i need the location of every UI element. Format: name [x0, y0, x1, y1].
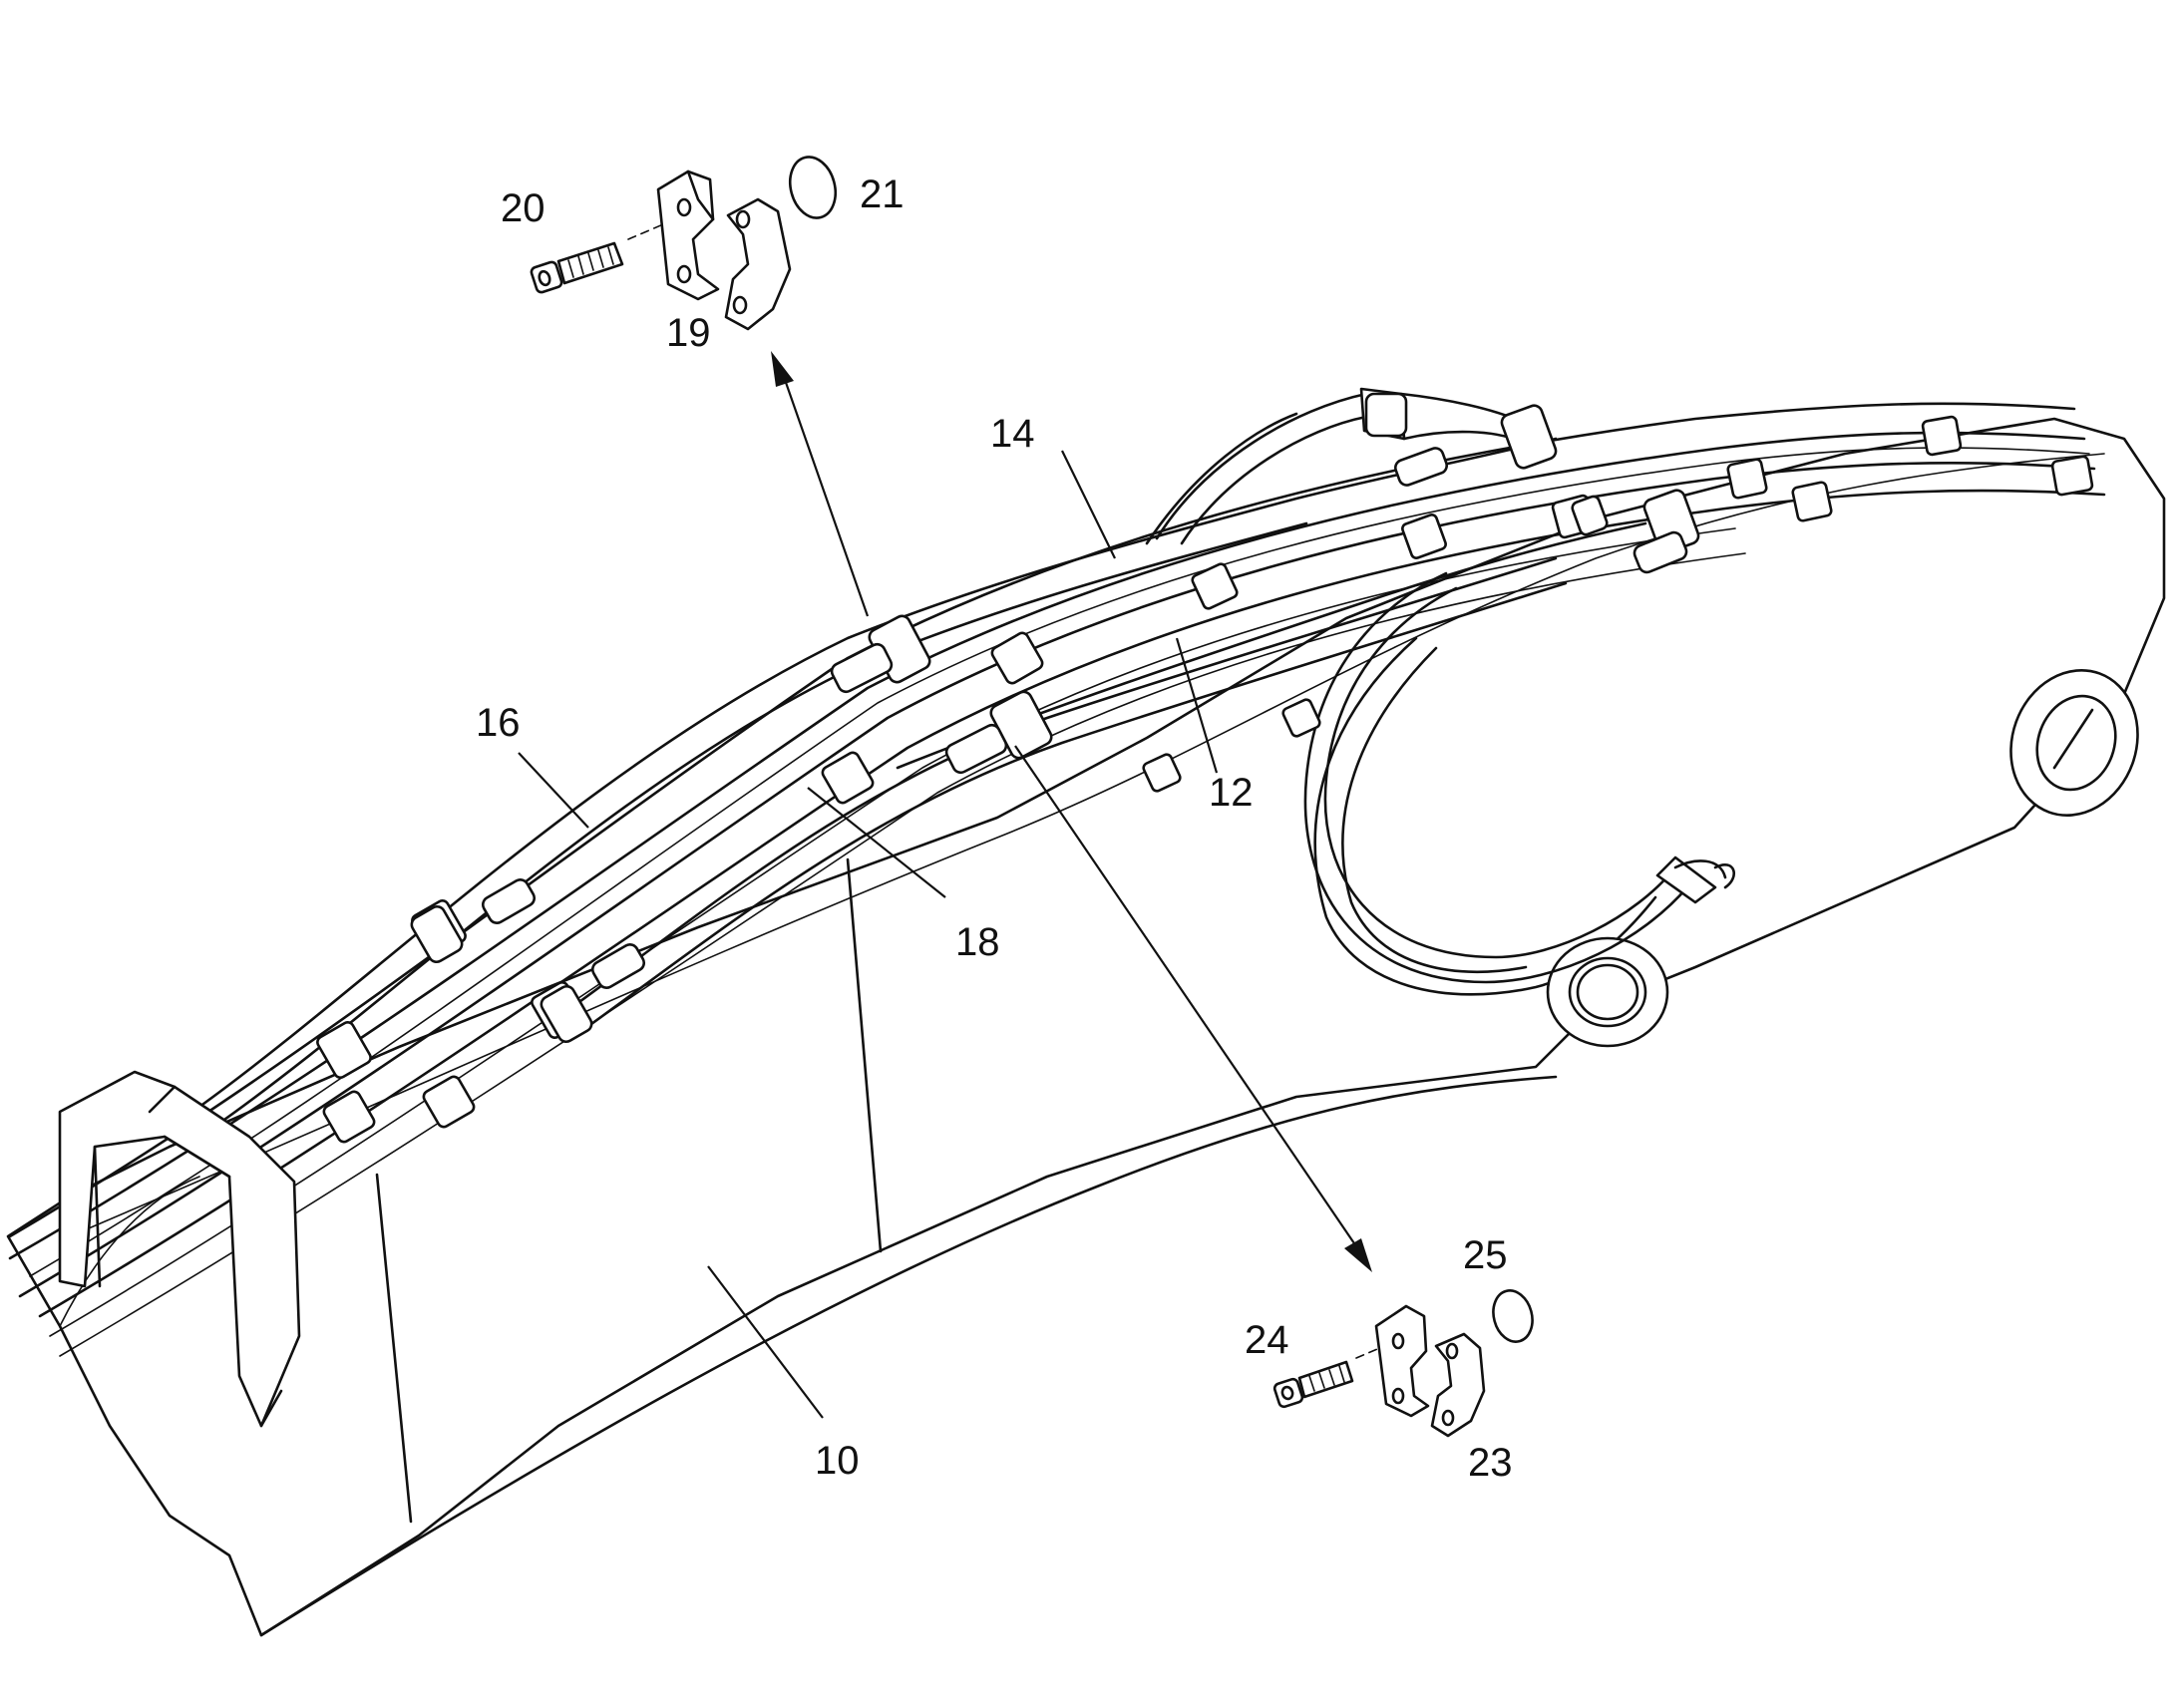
u-bracket	[58, 1070, 301, 1428]
label-25: 25	[1463, 1233, 1508, 1277]
flange-half-19b	[724, 197, 792, 331]
label-18: 18	[955, 920, 1000, 964]
label-24: 24	[1245, 1318, 1289, 1362]
label-21: 21	[860, 172, 905, 216]
label-16: 16	[476, 701, 521, 745]
hose-bundle	[8, 402, 2106, 1357]
upper-pivot-boss	[2009, 669, 2139, 817]
label-19: 19	[666, 311, 711, 355]
label-20: 20	[501, 186, 545, 230]
reference-numerals: 20 21 19 14 16 12 18 10 25 24 23	[476, 172, 1513, 1485]
leader-lines	[518, 450, 1219, 1419]
lower-pivot-boss	[1546, 936, 1669, 1048]
oring-25	[1492, 1289, 1534, 1343]
label-14: 14	[990, 412, 1035, 456]
label-23: 23	[1468, 1441, 1513, 1485]
bolt-24	[1272, 1340, 1397, 1409]
flange-half-19	[656, 170, 720, 301]
exploded-parts-lower	[1272, 1289, 1534, 1438]
label-10: 10	[815, 1439, 860, 1483]
boom-body	[6, 412, 2166, 1637]
hose-sleeves	[481, 392, 1688, 989]
bolt-20	[530, 208, 699, 294]
downward-arrow	[1014, 745, 1372, 1272]
exploded-parts-upper	[530, 156, 838, 331]
loop-hose	[1303, 571, 1735, 984]
oring-21	[788, 156, 838, 219]
flange-half-23b	[1430, 1332, 1486, 1438]
label-12: 12	[1209, 771, 1254, 815]
upward-arrow	[771, 351, 870, 617]
flange-half-23a	[1374, 1304, 1430, 1418]
